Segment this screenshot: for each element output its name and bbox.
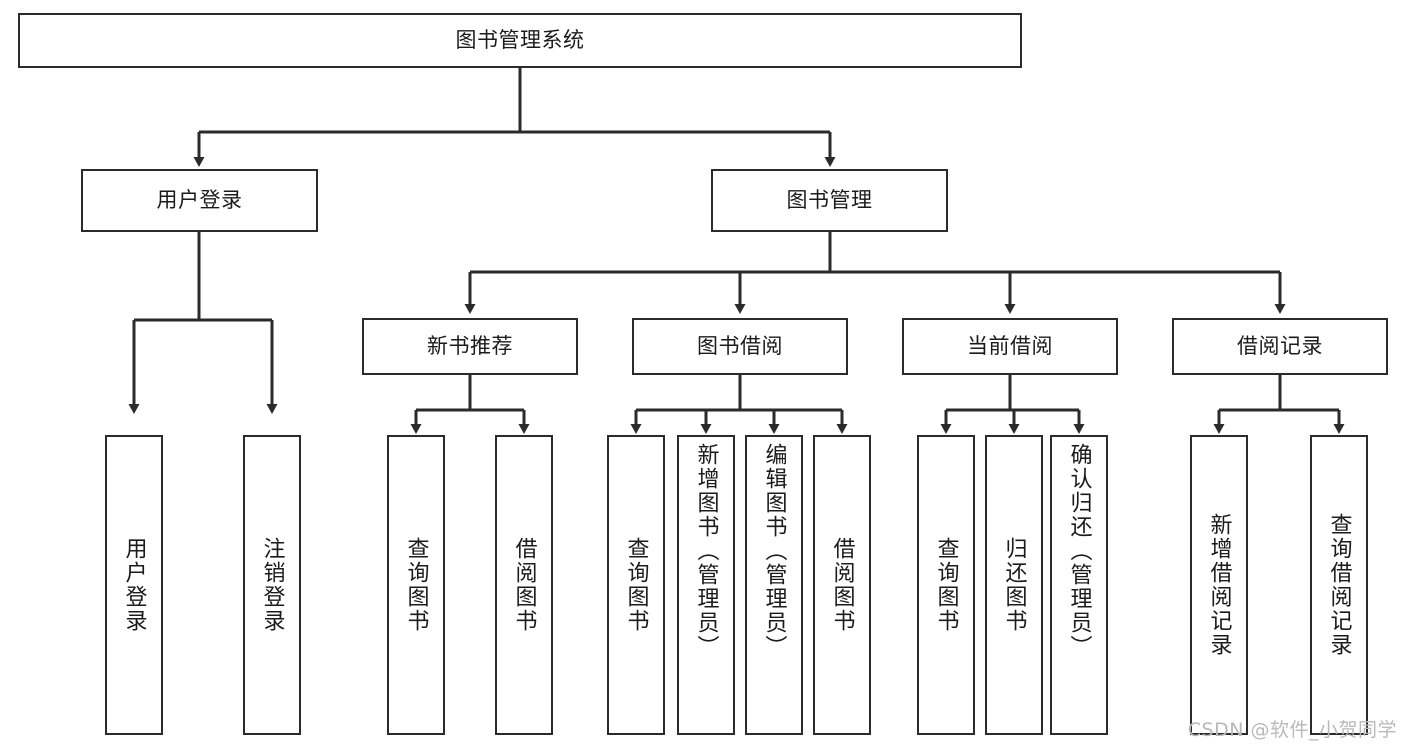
node-label: 注销登录 bbox=[259, 537, 285, 633]
leaf-add-book-admin[interactable]: 新增图书（管理员） bbox=[677, 435, 735, 735]
leaf-confirm-return-admin[interactable]: 确认归还（管理员） bbox=[1050, 435, 1108, 735]
node-book-management[interactable]: 图书管理 bbox=[711, 169, 948, 232]
node-label: 图书借阅 bbox=[697, 334, 783, 359]
leaf-borrow-book-recommend[interactable]: 借阅图书 bbox=[495, 435, 553, 735]
leaf-user-login[interactable]: 用户登录 bbox=[105, 435, 163, 735]
node-label: 查询图书 bbox=[933, 537, 959, 633]
csdn-watermark: CSDN @软件_小贺同学 bbox=[1187, 719, 1397, 741]
node-label: 用户登录 bbox=[121, 537, 147, 633]
node-label: 借阅记录 bbox=[1237, 334, 1323, 359]
leaf-query-book-recommend[interactable]: 查询图书 bbox=[387, 435, 445, 735]
leaf-return-book[interactable]: 归还图书 bbox=[985, 435, 1043, 735]
leaf-query-book-borrow[interactable]: 查询图书 bbox=[607, 435, 665, 735]
leaf-query-book-current[interactable]: 查询图书 bbox=[917, 435, 975, 735]
node-borrow-record[interactable]: 借阅记录 bbox=[1172, 318, 1388, 375]
node-label: 查询图书 bbox=[403, 537, 429, 633]
node-label: 借阅图书 bbox=[829, 537, 855, 633]
node-book-borrow[interactable]: 图书借阅 bbox=[632, 318, 848, 375]
node-label: 新书推荐 bbox=[427, 334, 513, 359]
leaf-logout-login[interactable]: 注销登录 bbox=[243, 435, 301, 735]
node-label: 新增图书（管理员） bbox=[693, 443, 719, 659]
leaf-add-borrow-record[interactable]: 新增借阅记录 bbox=[1190, 435, 1248, 735]
node-label: 用户登录 bbox=[156, 188, 243, 213]
node-new-book-recommend[interactable]: 新书推荐 bbox=[362, 318, 578, 375]
node-label: 借阅图书 bbox=[511, 537, 537, 633]
leaf-borrow-book-borrow[interactable]: 借阅图书 bbox=[813, 435, 871, 735]
node-label: 确认归还（管理员） bbox=[1066, 443, 1092, 659]
node-label: 当前借阅 bbox=[967, 334, 1053, 359]
leaf-query-borrow-record[interactable]: 查询借阅记录 bbox=[1310, 435, 1368, 735]
node-label: 归还图书 bbox=[1001, 537, 1027, 633]
node-label: 编辑图书（管理员） bbox=[761, 443, 787, 659]
node-label: 图书管理 bbox=[786, 188, 873, 213]
node-label: 查询图书 bbox=[623, 537, 649, 633]
node-current-borrow[interactable]: 当前借阅 bbox=[902, 318, 1118, 375]
node-root-system[interactable]: 图书管理系统 bbox=[18, 13, 1022, 68]
node-label: 图书管理系统 bbox=[455, 28, 585, 53]
node-label: 新增借阅记录 bbox=[1206, 513, 1232, 657]
leaf-edit-book-admin[interactable]: 编辑图书（管理员） bbox=[745, 435, 803, 735]
node-user-login[interactable]: 用户登录 bbox=[81, 169, 318, 232]
node-label: 查询借阅记录 bbox=[1326, 513, 1352, 657]
